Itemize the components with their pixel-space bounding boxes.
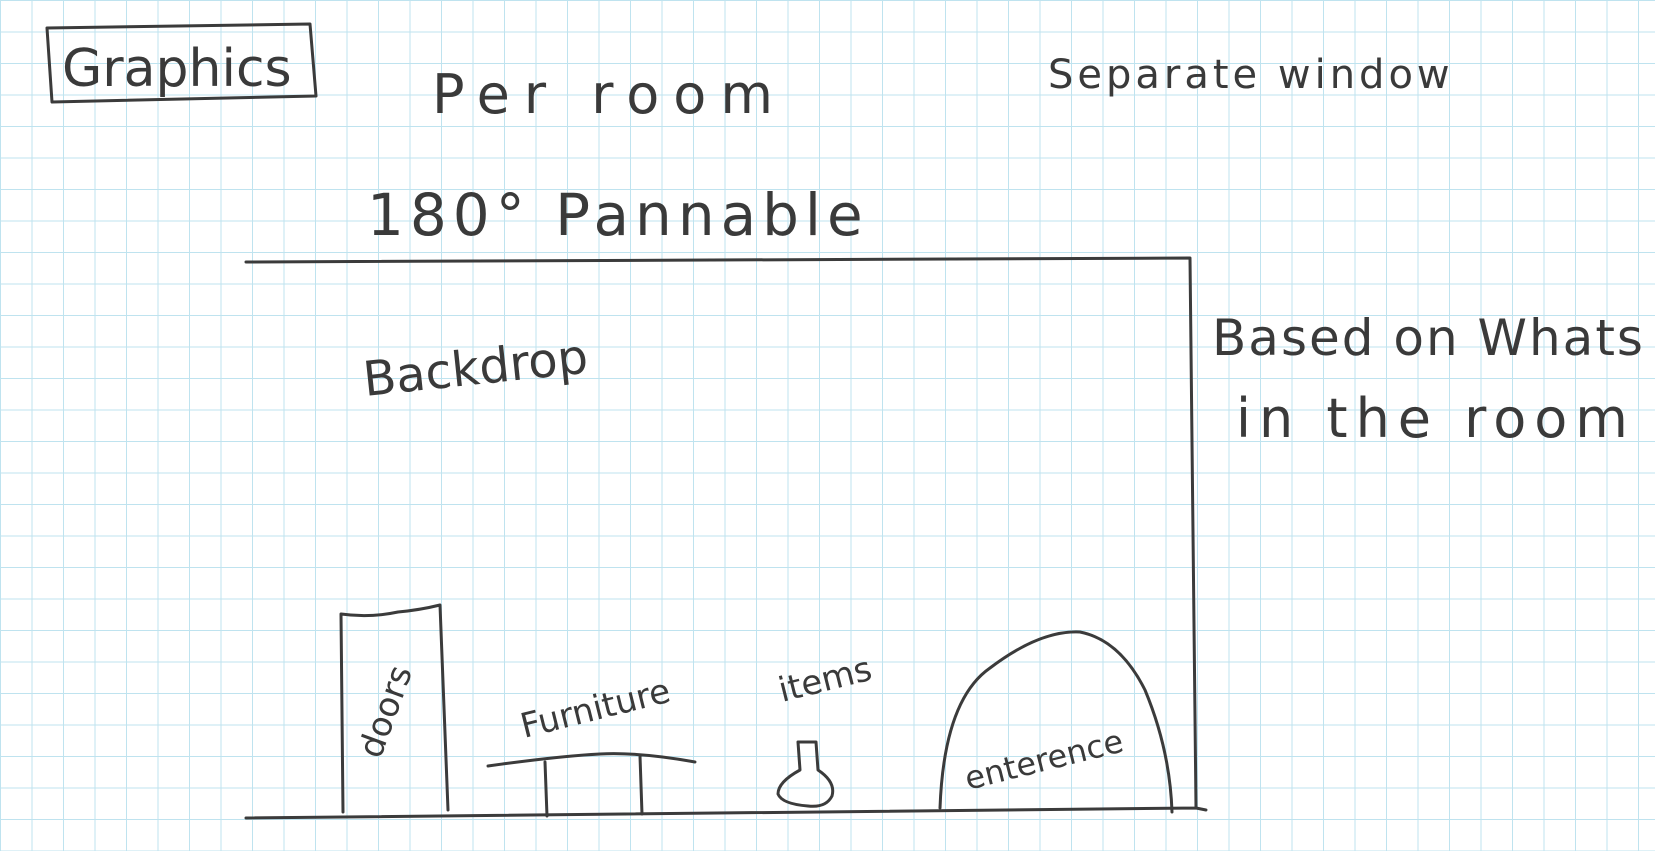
entrance-arch [938,630,1174,814]
note-per-room: Per room [432,63,787,126]
note-based-on-line2: in the room [1236,387,1636,450]
note-separate-window: Separate window [1048,52,1454,98]
title-box [45,22,318,104]
room-frame [244,256,1208,820]
note-based-on-line1: Based on Whats [1212,309,1645,367]
door-shape [339,603,450,814]
flask-icon [776,740,835,808]
title-text: Graphics [62,39,292,99]
table-shape [486,752,697,818]
note-pannable: 180° Pannable [367,181,869,249]
